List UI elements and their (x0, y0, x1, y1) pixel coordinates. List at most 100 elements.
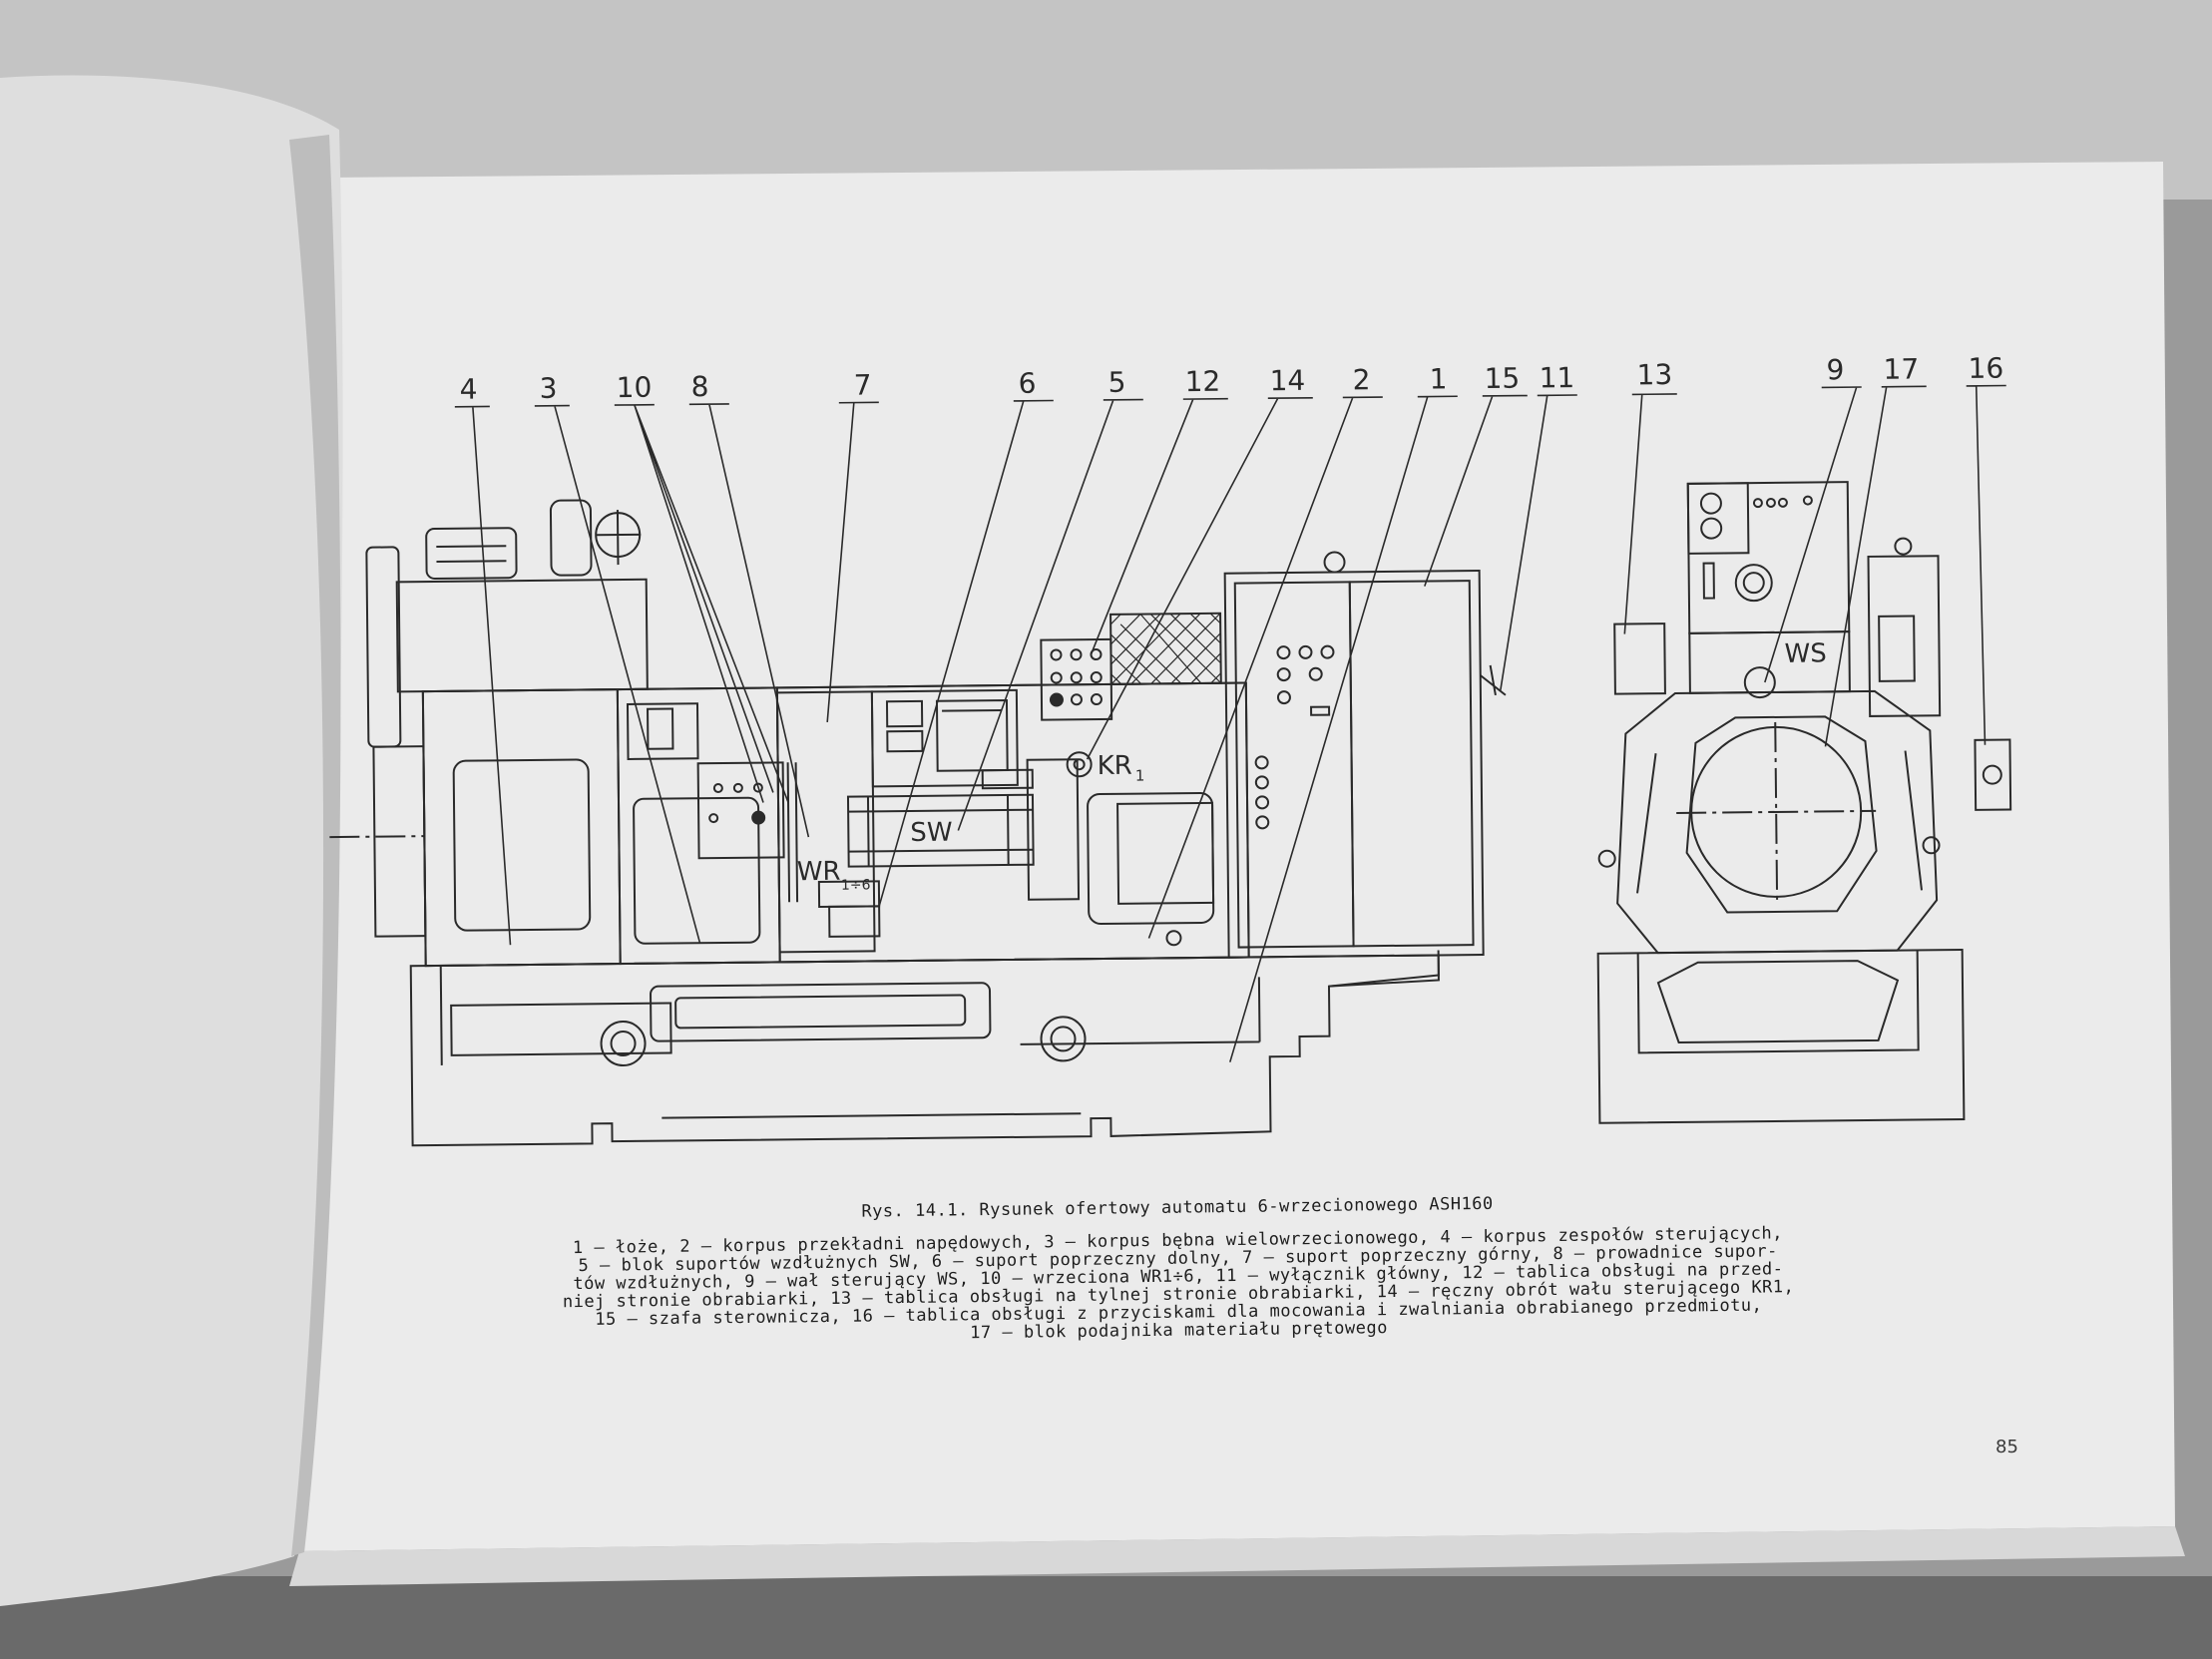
spindle-head (696, 761, 785, 860)
side-cabinet (372, 745, 427, 938)
rear-control-panel (1613, 622, 1666, 695)
spindle-frame (775, 690, 876, 954)
end-base-inner (1636, 950, 1920, 1054)
bed-window-inner (674, 994, 967, 1030)
panel-btn-9 (1090, 693, 1103, 706)
hatched-block (1109, 612, 1222, 685)
label-ws: WS (1784, 638, 1827, 668)
bed-ledge (1020, 977, 1261, 1045)
callout-8: 8 (690, 370, 708, 403)
manual-rotation-handwheel (1066, 751, 1093, 778)
control-cabinet (1223, 570, 1485, 959)
spindle-dot-3 (752, 782, 763, 793)
leader-12 (1090, 397, 1228, 655)
slide-end-block (1026, 758, 1081, 901)
machine-drawing: 4 3 10 8 7 6 5 12 14 2 1 15 11 13 9 17 1… (329, 352, 2012, 1147)
drum-top-box (626, 702, 699, 760)
spindle-dot-4 (708, 813, 719, 824)
leader-8 (688, 403, 810, 838)
manual-rotation-hub (1073, 758, 1086, 771)
leader-2 (1147, 396, 1383, 939)
drum-axes (1676, 721, 1877, 902)
end-housing-ribs (1636, 750, 1924, 894)
callout-7: 7 (853, 368, 871, 401)
cabinet-door-right (1348, 580, 1475, 948)
drum-housing-door (633, 796, 761, 945)
end-top-dot-3 (1777, 497, 1788, 508)
callout-4: 4 (459, 373, 477, 406)
control-housing-door (452, 758, 592, 932)
cabinet-btn-5 (1308, 666, 1323, 681)
clamp-control-panel (1974, 738, 2012, 811)
callout-12: 12 (1184, 365, 1220, 398)
bed-pocket-left (450, 1002, 672, 1056)
callout-5: 5 (1107, 366, 1125, 399)
callout-3: 3 (539, 372, 557, 405)
end-right-boss (1922, 836, 1941, 855)
callout-9: 9 (1826, 353, 1844, 386)
leader-16 (1966, 384, 2006, 745)
slide-box (885, 699, 924, 728)
end-top-dot-4 (1802, 495, 1813, 506)
bar-feeder-cap (1894, 537, 1913, 556)
leader-5 (957, 398, 1143, 831)
leader-4 (454, 405, 512, 946)
bed-bolt-right-inner (1050, 1026, 1077, 1052)
leader-13 (1623, 393, 1677, 634)
panel-btn-6 (1090, 671, 1103, 684)
callout-numbers: 4 3 10 8 7 6 5 12 14 2 1 15 11 13 9 17 1… (459, 352, 2003, 406)
leader-lines (454, 384, 2006, 1062)
upper-pipe (365, 546, 402, 748)
bed-floor-line (662, 1112, 1082, 1119)
leader-10 (614, 403, 789, 803)
slide-ribs (848, 794, 1034, 867)
bed-bolt-right (1040, 1016, 1087, 1062)
callout-15: 15 (1484, 362, 1520, 395)
cabinet-btn-3 (1320, 644, 1335, 659)
bar-feeder-block (1867, 555, 1942, 717)
cabinet-btn-10 (1255, 815, 1270, 830)
end-top-dot-2 (1765, 497, 1776, 508)
bed-window (650, 982, 992, 1042)
callout-6: 6 (1018, 367, 1036, 400)
end-top-left (1686, 482, 1750, 555)
spindle-dot-2 (732, 782, 743, 793)
motor-fins (436, 545, 507, 563)
label-kr: KR (1098, 751, 1132, 781)
table-bottom-shadow (0, 1576, 2212, 1659)
panel-btn-2 (1070, 648, 1083, 661)
main-switch (1480, 664, 1507, 696)
cabinet-lamp (1323, 551, 1346, 574)
leader-14 (1086, 396, 1313, 760)
cabinet-switch (1310, 705, 1331, 716)
panel-btn-5 (1070, 671, 1083, 684)
slide-cap (981, 768, 1034, 790)
figure-caption: Rys. 14.1. Rysunek ofertowy automatu 6-w… (419, 1188, 1938, 1349)
label-wr-subscript: 1÷6 (841, 877, 871, 893)
bed-bolt-left-inner (610, 1031, 637, 1057)
callout-10: 10 (616, 371, 652, 404)
callout-1: 1 (1429, 362, 1447, 395)
end-top-hole-1 (1699, 492, 1722, 515)
callout-2: 2 (1352, 363, 1370, 396)
callout-16: 16 (1968, 352, 2003, 385)
cabinet-btn-2 (1298, 644, 1313, 659)
cabinet-btn-1 (1276, 645, 1291, 660)
end-left-boss (1597, 849, 1616, 868)
hatching (1109, 613, 1222, 685)
leader-3 (534, 404, 701, 944)
end-view (1596, 481, 2012, 1124)
callout-14: 14 (1269, 364, 1305, 397)
longitudinal-slide (846, 793, 1035, 868)
motor-left (425, 527, 518, 580)
leader-11 (1500, 394, 1577, 690)
panel-btn-7 (1049, 692, 1064, 707)
cabinet-btn-7 (1254, 755, 1269, 770)
bed-right-step (1328, 950, 1440, 988)
cabinet-btn-8 (1254, 775, 1269, 790)
slide-box-2 (886, 729, 924, 753)
cabinet-btn-6 (1276, 690, 1291, 705)
drum-top-inner (647, 707, 674, 750)
spindle-dot-5 (751, 810, 766, 825)
